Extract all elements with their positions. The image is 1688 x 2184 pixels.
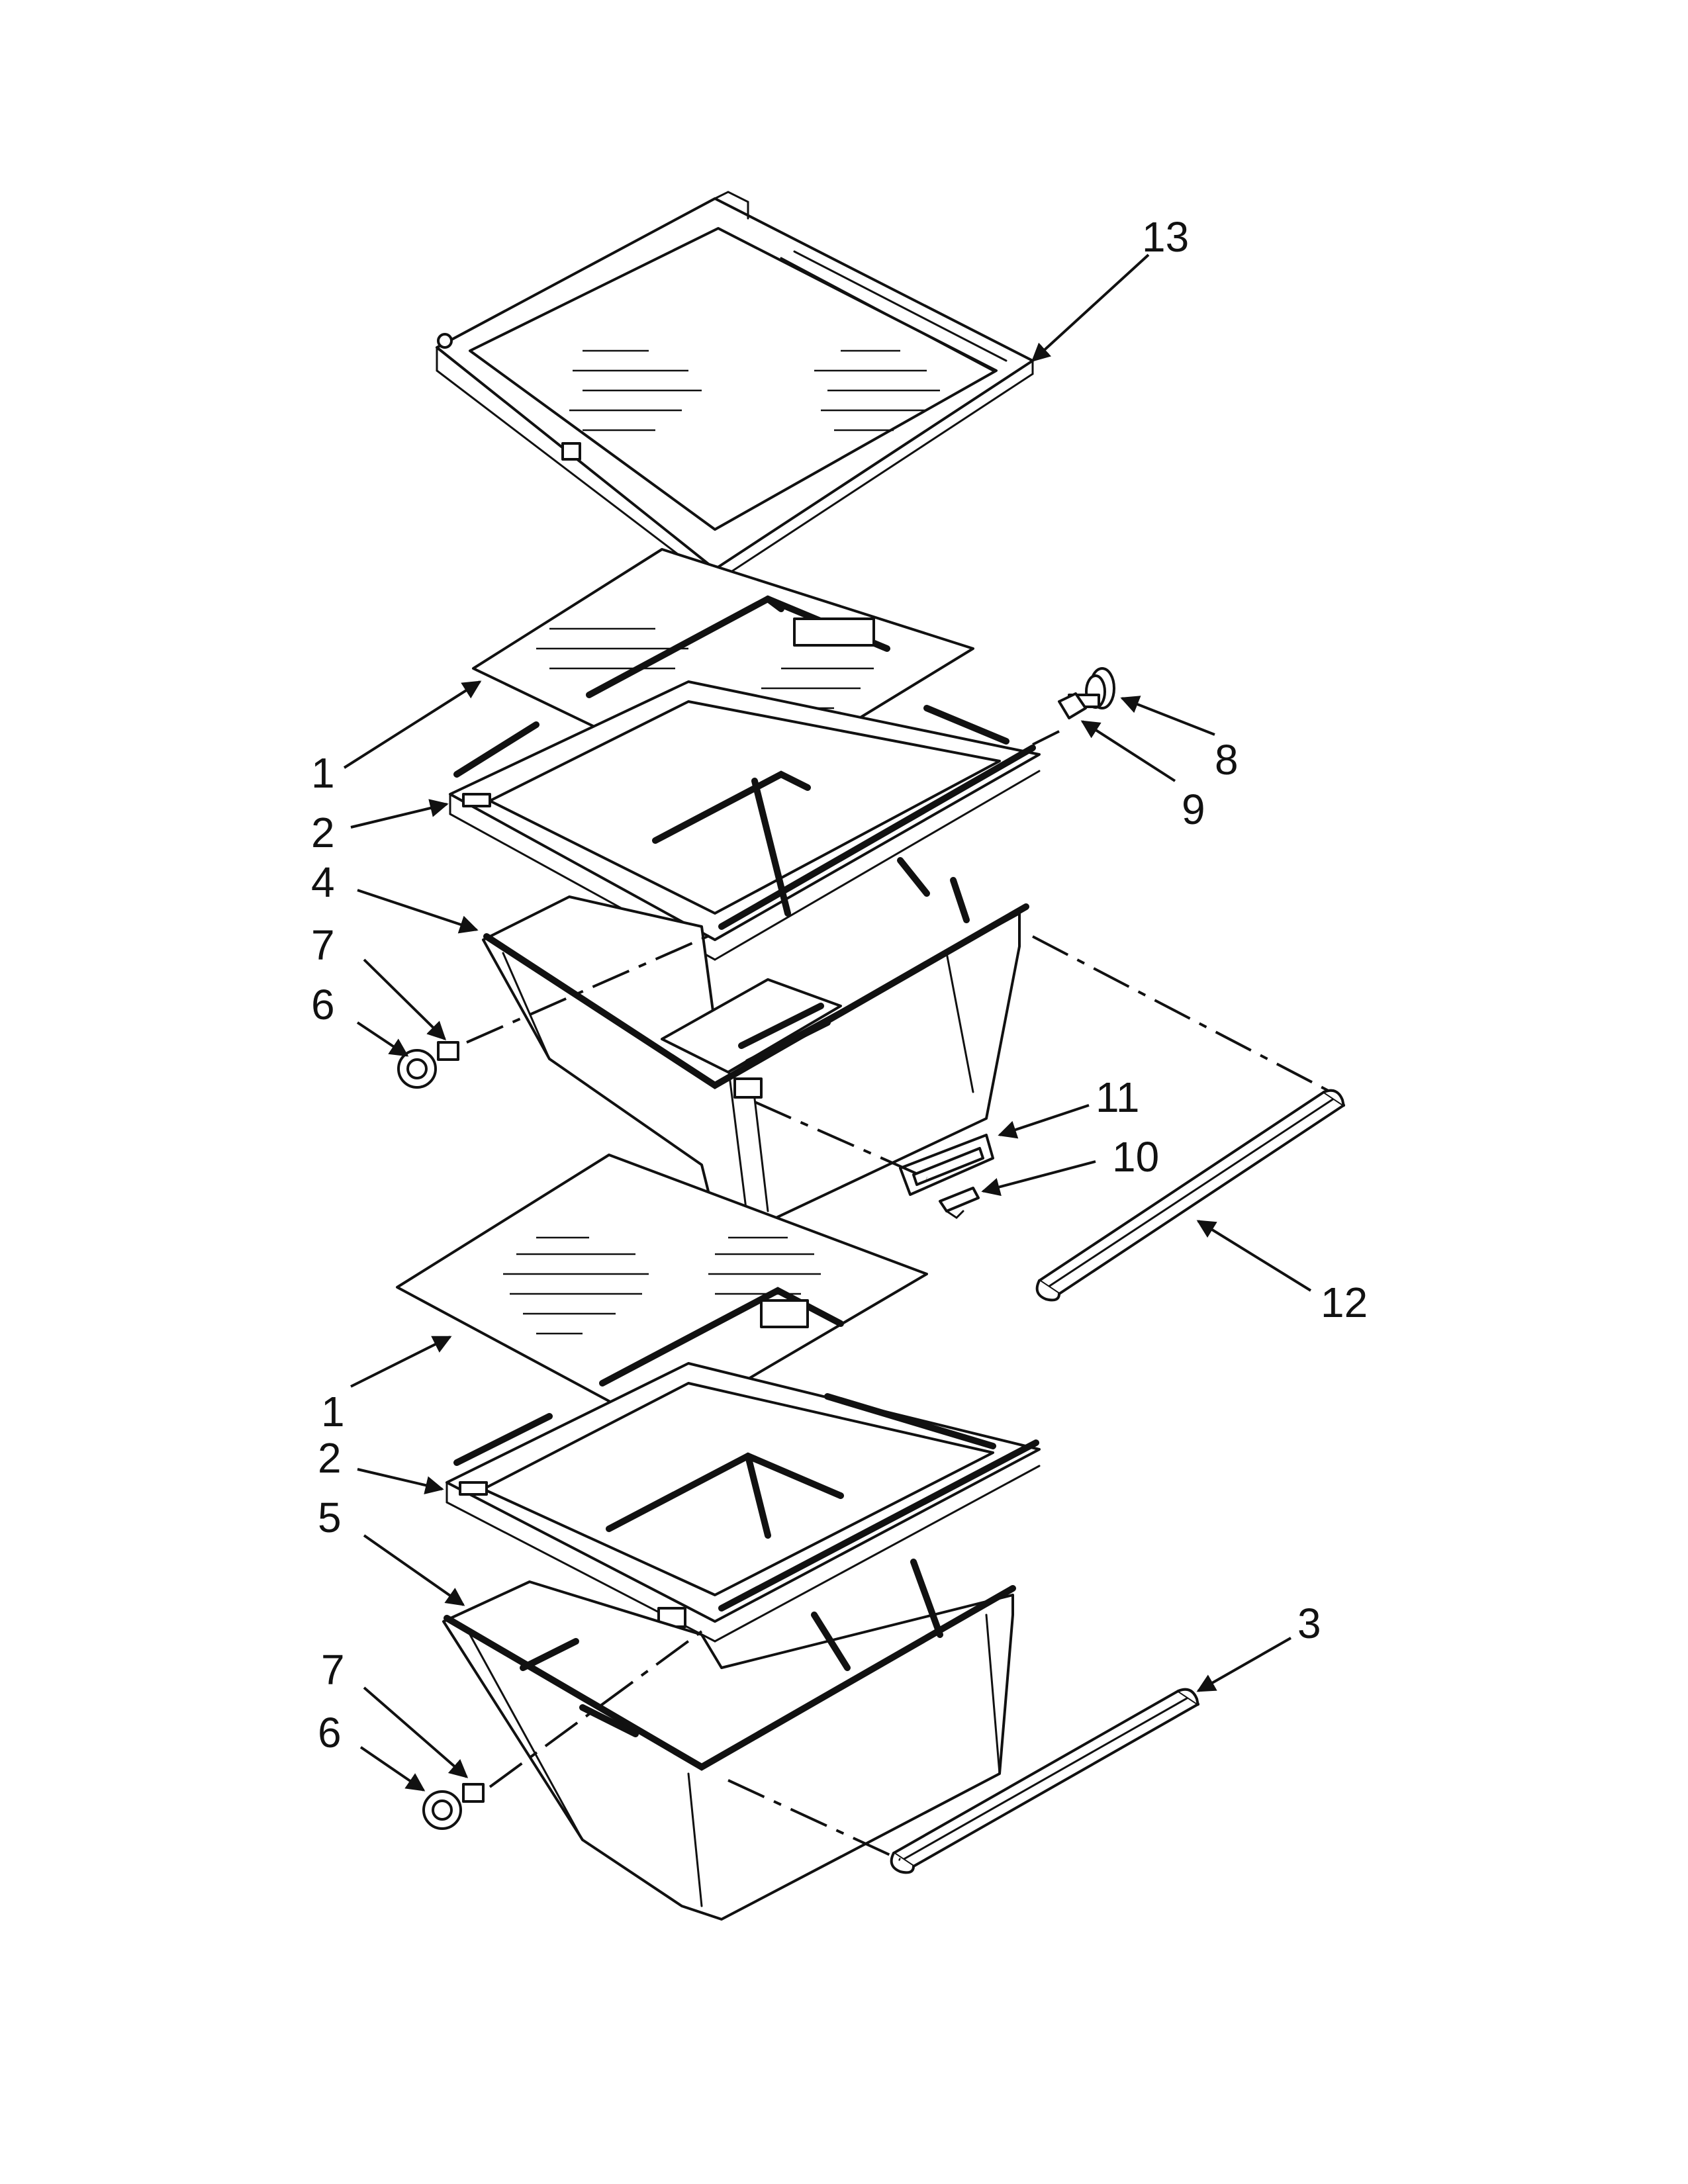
upper-drawer-part-4: [482, 778, 1029, 1232]
screw-part-9: [1058, 692, 1087, 719]
axle-part-7-lower: [462, 1783, 485, 1803]
callout-8: 8: [1215, 736, 1239, 784]
clip-part-10: [939, 1187, 980, 1219]
top-shelf-part-13: [436, 191, 1034, 584]
callout-7-lower: 7: [321, 1646, 345, 1694]
callout-3: 3: [1297, 1600, 1321, 1647]
callout-10: 10: [1112, 1133, 1159, 1181]
trim-rail-part-12: [1035, 1089, 1345, 1302]
callout-12: 12: [1321, 1279, 1368, 1326]
leader-arrows: [343, 253, 1312, 1792]
callout-4: 4: [311, 858, 335, 906]
roller-part-6-upper: [397, 1049, 437, 1089]
clip-part-11: [899, 1134, 994, 1196]
axle-part-7-upper: [437, 1041, 459, 1061]
trim-rail-part-3: [890, 1688, 1199, 1874]
callout-labels: 13 1 2 4 7 6 8 9 11 10 12 1 2 5 3 7 6: [311, 213, 1368, 1756]
callout-1-lower: 1: [321, 1388, 345, 1435]
lower-drawer-part-5: [442, 1559, 1016, 1921]
upper-glass-cover-part-1: [472, 548, 974, 796]
callout-9: 9: [1182, 786, 1205, 833]
lower-glass-cover-part-1: [396, 1154, 928, 1431]
lower-frame-part-2: [445, 1362, 1041, 1643]
callout-6-lower: 6: [318, 1709, 342, 1756]
callout-2-upper: 2: [311, 809, 335, 856]
callout-5: 5: [318, 1494, 342, 1541]
assembly-lines: [466, 730, 1338, 1861]
callout-2-lower: 2: [318, 1434, 342, 1482]
callout-11: 11: [1096, 1073, 1139, 1121]
callout-7-upper: 7: [311, 921, 335, 969]
roller-part-6-lower: [422, 1790, 462, 1830]
upper-frame-part-2: [449, 680, 1041, 961]
callout-6-upper: 6: [311, 981, 335, 1028]
callout-1-upper: 1: [311, 749, 335, 797]
callout-13: 13: [1142, 213, 1189, 261]
